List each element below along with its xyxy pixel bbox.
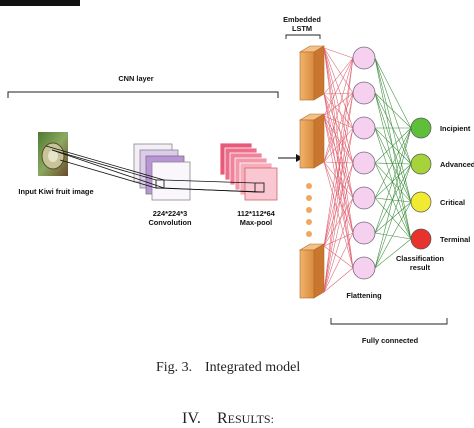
lstm-block-bottom (298, 243, 326, 299)
cnn-layer-bracket (7, 91, 279, 98)
output-node-critical (410, 191, 432, 213)
flattening-nodes (352, 46, 376, 280)
fully-connected-label: Fully connected (362, 336, 419, 345)
classification-label-line1: Classification (396, 254, 445, 263)
output-node-incipient (410, 117, 432, 139)
flattening-label: Flattening (346, 291, 382, 300)
hidden-node-6 (352, 221, 376, 245)
cropped-header-bar (0, 0, 80, 6)
lstm-block-top (298, 45, 326, 101)
output-node-terminal (410, 228, 432, 250)
convolution-stack (133, 143, 191, 201)
classification-label-line2: result (410, 263, 431, 272)
lstm-bracket (285, 34, 321, 39)
figure-title: Integrated model (205, 360, 300, 375)
output-nodes (410, 117, 432, 250)
lstm-ellipsis-dots (306, 183, 312, 237)
hidden-node-7 (352, 256, 376, 280)
hidden-node-4 (352, 151, 376, 175)
conv-label: Convolution (148, 218, 192, 227)
fully-connected-bracket (330, 318, 448, 325)
lstm-label-line1: Embedded (283, 15, 321, 24)
conv-size-label: 224*224*3 (153, 209, 188, 218)
lstm-block-middle (298, 113, 326, 169)
lstm-label-line2: LSTM (292, 24, 312, 33)
section-heading: RESULTS: (217, 410, 274, 427)
input-to-conv-lines (45, 145, 165, 189)
cnn-layer-label: CNN layer (118, 74, 153, 83)
input-label: Input Kiwi fruit image (18, 187, 93, 196)
output-label-incipient: Incipient (440, 124, 471, 133)
output-node-advanced (410, 153, 432, 175)
pool-size-label: 112*112*64 (237, 209, 276, 218)
pool-to-lstm-arrow (278, 154, 303, 162)
section-first-letter: R (217, 410, 228, 427)
output-label-terminal: Terminal (440, 235, 470, 244)
hidden-node-5 (352, 186, 376, 210)
figure-number: Fig. 3. (156, 360, 192, 375)
lstm-to-hidden-edges (323, 47, 354, 293)
hidden-to-output-edges (374, 57, 412, 269)
section-rest: ESULTS: (228, 412, 274, 426)
hidden-node-1 (352, 46, 376, 70)
pool-label: Max-pool (240, 218, 272, 227)
maxpool-stack (219, 142, 278, 201)
output-label-advanced: Advanced (440, 160, 474, 169)
output-label-critical: Critical (440, 198, 465, 207)
lstm-blocks (298, 45, 326, 299)
conv-to-pool-lines (155, 179, 265, 193)
hidden-node-2 (352, 81, 376, 105)
hidden-node-3 (352, 116, 376, 140)
section-number: IV. (182, 410, 201, 427)
